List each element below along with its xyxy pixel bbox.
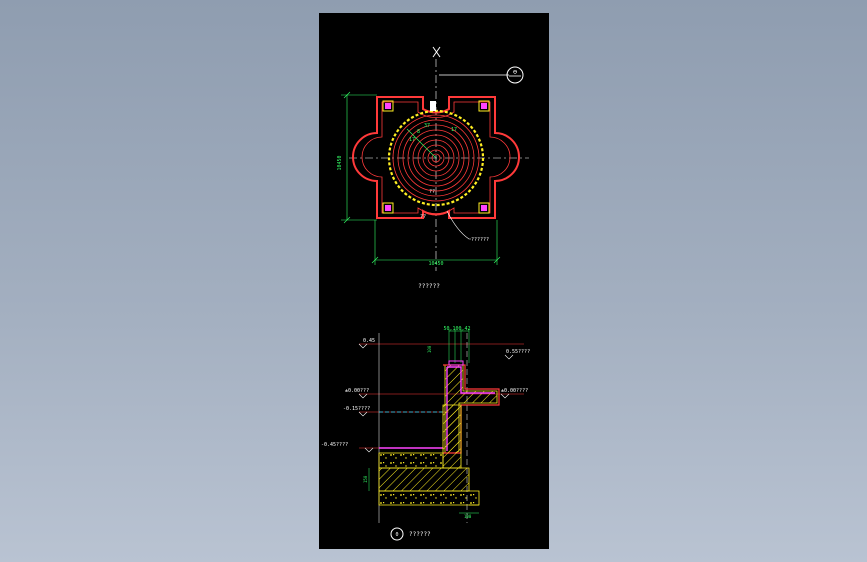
dim-vertical [341, 91, 377, 224]
ring-dim-2: 17 [409, 137, 415, 143]
leader-callout: ?????? [446, 210, 489, 243]
section-top-dims-label: 50,100,42 [443, 326, 470, 332]
level-l2: ±0.00??? [345, 388, 369, 394]
corner-columns [382, 100, 490, 214]
central-circle [387, 109, 485, 207]
dim-vertical-label: 10450 [337, 155, 343, 170]
section-wall [379, 360, 500, 454]
bottom-dim-right: 100 [464, 514, 472, 519]
section-bottom-dims [368, 468, 479, 514]
level-l4: -0.45???? [321, 442, 348, 448]
section-top-dims [448, 329, 470, 363]
level-l1: 0.45 [363, 338, 375, 344]
section-callout: ⊖ [439, 66, 524, 84]
ring-dim-1: 8 [417, 129, 420, 135]
section-foundation [378, 404, 480, 506]
plan-mark-2: ?? [420, 214, 426, 220]
section-title: ?????? [409, 531, 431, 538]
pavilion-outline [352, 96, 520, 219]
section-callout-label: ⊖ [513, 68, 517, 76]
level-triangles [358, 343, 514, 453]
ring-dim-3: 37 [424, 123, 430, 129]
plan-mark-1: ?? [429, 189, 435, 195]
level-l3: -0.15???? [343, 406, 370, 412]
ring-dim-4: 17 [451, 127, 457, 133]
cad-drawing: ⊖ [321, 46, 530, 541]
plan-view: ⊖ [337, 46, 529, 290]
drawing-canvas: ⊖ [319, 13, 549, 549]
dim-horizontal [371, 220, 501, 265]
leader-callout-label: ?????? [471, 237, 489, 243]
level-r2: ±0.00???? [501, 388, 528, 394]
section-title-marker-label: 0 [395, 532, 398, 538]
section-side-dim: 100 [427, 345, 432, 353]
section-title-marker [390, 527, 404, 541]
level-r1: 0.55???? [506, 349, 530, 355]
north-arrow-icon [432, 46, 441, 58]
plan-title: ?????? [418, 283, 440, 290]
dim-horizontal-label: 10450 [428, 261, 443, 267]
entrance-marker [430, 101, 436, 111]
ring-dims: 8 17 37 17 [406, 123, 457, 159]
pavilion-outline-inner [361, 101, 511, 214]
level-markers: 0.45 ±0.00??? -0.15???? -0.45???? 0.55??… [321, 338, 530, 448]
bottom-dim-left: 150 [363, 475, 368, 483]
section-view: 50,100,42 100 0.45 ±0.00??? -0.15???? -0… [321, 326, 530, 541]
